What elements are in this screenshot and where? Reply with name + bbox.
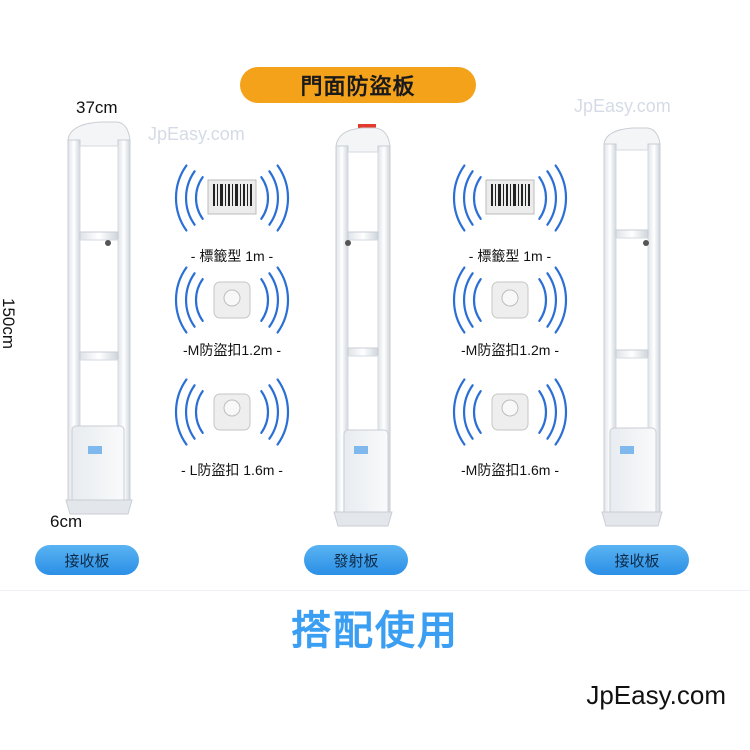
tag-label: -M防盜扣1.2m - — [461, 342, 559, 358]
transmitter-gate — [333, 124, 393, 527]
signal-wave-icon — [194, 176, 204, 220]
signal-wave-icon — [546, 170, 557, 226]
hard-tag-icon — [491, 281, 529, 319]
depth-dimension: 6cm — [50, 512, 83, 531]
signal-wave-icon — [194, 278, 204, 322]
signal-wave-icon — [546, 272, 557, 328]
signal-wave-icon — [260, 278, 270, 322]
receiver-gate-right — [601, 127, 663, 527]
brand-logo-text: JpEasy.com — [586, 680, 726, 710]
tag-label: - 標籤型 1m - — [468, 248, 552, 264]
tag-label: - L防盜扣 1.6m - — [181, 462, 283, 478]
signal-wave-icon — [463, 272, 474, 328]
signal-wave-icon — [546, 384, 557, 440]
gates-illustration — [65, 121, 663, 527]
signal-wave-icon — [268, 272, 279, 328]
signal-wave-icon — [554, 378, 568, 446]
page-title: 門面防盜板 — [240, 67, 476, 103]
gate-label-transmitter: 發射板 — [304, 545, 408, 575]
signal-wave-icon — [554, 164, 568, 232]
signal-wave-icon — [463, 170, 474, 226]
tag-label: - 標籤型 1m - — [190, 248, 274, 264]
signal-wave-icon — [538, 390, 548, 434]
signal-wave-icon — [185, 170, 196, 226]
signal-wave-icon — [463, 384, 474, 440]
signal-wave-icon — [276, 266, 290, 334]
signal-wave-icon — [174, 164, 188, 232]
tag-label: -M防盜扣1.2m - — [183, 342, 281, 358]
barcode-label-icon — [485, 179, 535, 215]
watermark: JpEasy.com — [148, 124, 245, 144]
signal-wave-icon — [174, 266, 188, 334]
signal-wave-icon — [260, 176, 270, 220]
watermark: JpEasy.com — [574, 96, 671, 116]
signal-wave-icon — [268, 384, 279, 440]
signal-wave-icon — [260, 390, 270, 434]
gate-label-receiver-right: 接收板 — [585, 545, 689, 575]
signal-wave-icon — [276, 378, 290, 446]
footer-title: 搭配使用 — [291, 608, 459, 654]
signal-wave-icon — [538, 176, 548, 220]
receiver-gate-left — [65, 121, 133, 515]
width-dimension: 37cm — [76, 98, 118, 117]
hard-tag-icon — [491, 393, 529, 431]
signal-wave-icon — [185, 384, 196, 440]
signal-wave-icon — [554, 266, 568, 334]
signal-wave-icon — [276, 164, 290, 232]
signal-wave-icon — [472, 176, 482, 220]
signal-wave-icon — [185, 272, 196, 328]
signal-wave-icon — [268, 170, 279, 226]
signal-wave-icon — [174, 378, 188, 446]
signal-wave-icon — [452, 378, 466, 446]
signal-wave-icon — [452, 164, 466, 232]
tag-label: -M防盜扣1.6m - — [461, 462, 559, 478]
barcode-label-icon — [207, 179, 257, 215]
gate-label-receiver-left: 接收板 — [35, 545, 139, 575]
signal-wave-icon — [194, 390, 204, 434]
signal-wave-icon — [472, 278, 482, 322]
signal-wave-icon — [538, 278, 548, 322]
hard-tag-icon — [213, 393, 251, 431]
signal-wave-icon — [472, 390, 482, 434]
signal-wave-icon — [452, 266, 466, 334]
hard-tag-icon — [213, 281, 251, 319]
divider — [0, 590, 750, 591]
